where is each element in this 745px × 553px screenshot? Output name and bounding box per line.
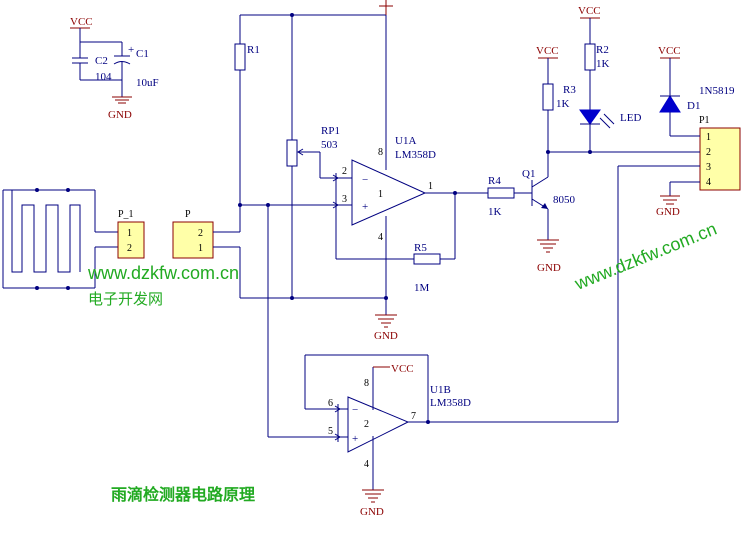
capacitor-block: VCC GND C2 104 + C1 10uF (70, 16, 159, 121)
c1-plus: + (128, 44, 134, 56)
u1a-pin-1: 1 (428, 181, 433, 192)
input-network: R1 RP1 503 (234, 0, 393, 438)
connector-p: P 2 1 (172, 205, 241, 298)
diode-d1: VCC 1N5819 D1 (658, 45, 735, 137)
u1a-ref: U1A (395, 135, 416, 147)
u1a-pin-2: 2 (342, 166, 347, 177)
r5-value: 1M (414, 282, 430, 294)
u1b-gnd-label: GND (360, 506, 384, 518)
c-gnd-label: GND (108, 109, 132, 121)
q1-ref: Q1 (522, 168, 535, 180)
p1-pin-4: 4 (706, 177, 711, 188)
u1b-pin-4: 4 (364, 459, 369, 470)
r5-ref: R5 (414, 242, 427, 254)
connector-p-1: P_1 1 2 (117, 209, 145, 259)
u1b-pin-5: 5 (328, 426, 333, 437)
opamp-u1b: 6 5 − + 2 7 VCC 8 4 GND U1B LM358D (304, 354, 618, 518)
u1a-plus: + (362, 201, 368, 213)
r3-value: 1K (556, 98, 570, 110)
p-pin-1: 1 (198, 243, 203, 254)
p1-ref: P1 (699, 115, 710, 126)
u1a-minus: − (362, 174, 368, 186)
p-pin-2: 2 (198, 228, 203, 239)
u1b-ref: U1B (430, 384, 451, 396)
rp1-ref: RP1 (321, 125, 340, 137)
led-icon (579, 109, 601, 125)
u1a-pin-3: 3 (342, 194, 347, 205)
u1b-pin-8: 8 (364, 378, 369, 389)
d1-ref: D1 (687, 100, 700, 112)
r3-branch: VCC R3 1K (536, 45, 685, 154)
r4-value: 1K (488, 206, 502, 218)
diagram-caption: 雨滴检测器电路原理 (111, 485, 255, 504)
r2-value: 1K (596, 58, 610, 70)
u1a-unit: 1 (378, 189, 383, 200)
r3-ref: R3 (563, 84, 576, 96)
u1b-minus: − (352, 404, 358, 416)
c1-ref: C1 (136, 48, 149, 60)
u1b-part: LM358D (430, 397, 471, 409)
connector-p1: P1 1 2 3 4 GND (617, 115, 741, 422)
d1-vcc-label: VCC (658, 45, 681, 57)
u1a-pin-8: 8 (378, 147, 383, 158)
watermark-url-rotated: www.dzkfw.com.cn (571, 219, 719, 295)
watermark-site: 电子开发网 (88, 291, 163, 308)
r2-vcc-label: VCC (578, 5, 601, 17)
rain-sensor-grid (2, 188, 118, 290)
r2-ref: R2 (596, 44, 609, 56)
diode-icon (659, 95, 681, 113)
p1-pin-1: 1 (706, 132, 711, 143)
p1-gnd-label: GND (656, 206, 680, 218)
u1b-pin-6: 6 (328, 398, 333, 409)
r1-ref: R1 (247, 44, 260, 56)
watermark-url: www.dzkfw.com.cn (87, 263, 239, 283)
c2-ref: C2 (95, 55, 108, 67)
opamp-u1a: 2 3 − + 1 1 8 4 U1A LM358D R5 1M GND (332, 15, 488, 342)
c-vcc-label: VCC (70, 16, 93, 28)
q1-part: 8050 (553, 194, 576, 206)
led-branch: VCC R2 1K LED (578, 5, 641, 154)
u1b-vcc-label: VCC (391, 363, 414, 375)
r4-ref: R4 (488, 175, 501, 187)
p-1-pin-2: 2 (127, 243, 132, 254)
p-1-ref: P_1 (118, 209, 134, 220)
p1-pin-2: 2 (706, 147, 711, 158)
u1b-unit: 2 (364, 419, 369, 430)
rp1-value: 503 (321, 139, 338, 151)
u1b-pin-7: 7 (411, 411, 416, 422)
p-1-pin-1: 1 (127, 228, 132, 239)
u1a-gnd-label: GND (374, 330, 398, 342)
u1a-part: LM358D (395, 149, 436, 161)
u1a-pin-4: 4 (378, 232, 383, 243)
d1-part: 1N5819 (699, 85, 735, 97)
c2-value: 104 (95, 71, 112, 83)
u1b-plus: + (352, 433, 358, 445)
r3-vcc-label: VCC (536, 45, 559, 57)
p-ref: P (185, 209, 191, 220)
driver-stage: R4 1K Q1 8050 GND (487, 152, 576, 274)
led-label: LED (620, 112, 641, 124)
q1-gnd-label: GND (537, 262, 561, 274)
p1-pin-3: 3 (706, 162, 711, 173)
c1-value: 10uF (136, 77, 159, 89)
